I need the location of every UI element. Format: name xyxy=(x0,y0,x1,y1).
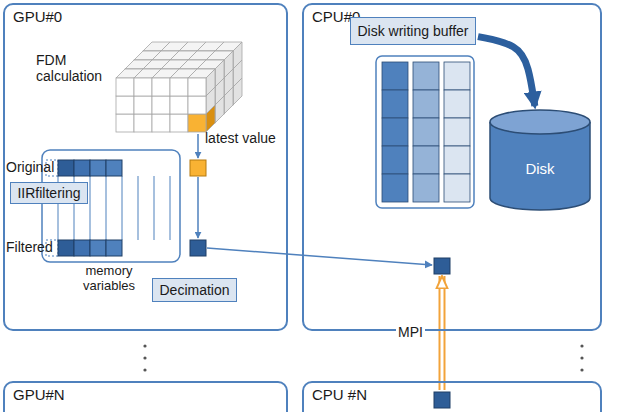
box-label: Decimation xyxy=(159,282,229,298)
ellipsis-dots xyxy=(143,344,583,371)
box-label: IIRfiltering xyxy=(17,185,80,201)
process-box: IIRfiltering xyxy=(10,182,88,204)
row-label: Original xyxy=(6,159,66,175)
memory-outline xyxy=(42,150,180,262)
connector xyxy=(478,37,535,106)
receive-cell xyxy=(434,258,450,274)
box-label: Disk xyxy=(488,160,592,177)
connector-line xyxy=(207,248,432,265)
original-row xyxy=(46,160,206,176)
step-label: FDM calculation xyxy=(36,52,112,84)
memory-label: memory variables xyxy=(70,264,148,294)
box-label: Disk writing buffer xyxy=(357,23,468,39)
disk-cylinder: Disk xyxy=(488,108,592,212)
value-label: latest value xyxy=(205,130,285,146)
connector-line xyxy=(439,276,446,390)
send-cell xyxy=(434,392,450,408)
gpu-panel: GPU#N xyxy=(3,381,288,412)
connector xyxy=(207,248,432,265)
connector-line xyxy=(441,276,444,390)
panel-title: CPU #N xyxy=(312,386,367,403)
label-box: Disk writing buffer xyxy=(350,17,476,45)
cpu-panel: CPU#0Disk writing bufferDisk xyxy=(302,3,602,331)
row-label: Filtered xyxy=(6,239,66,255)
cpu-panel: CPU #N xyxy=(302,381,602,412)
value-arrows xyxy=(197,134,199,238)
connector-line xyxy=(478,37,535,106)
process-box: Decimation xyxy=(152,278,237,302)
connector xyxy=(442,276,443,390)
buffer-outline xyxy=(376,56,474,208)
panel-title: GPU#N xyxy=(13,386,65,403)
edge-label: MPI xyxy=(396,324,425,340)
filtered-row xyxy=(46,240,206,256)
fdm-grid xyxy=(116,42,242,132)
panel-title: GPU#0 xyxy=(13,8,62,25)
buffer-cells xyxy=(382,62,470,202)
